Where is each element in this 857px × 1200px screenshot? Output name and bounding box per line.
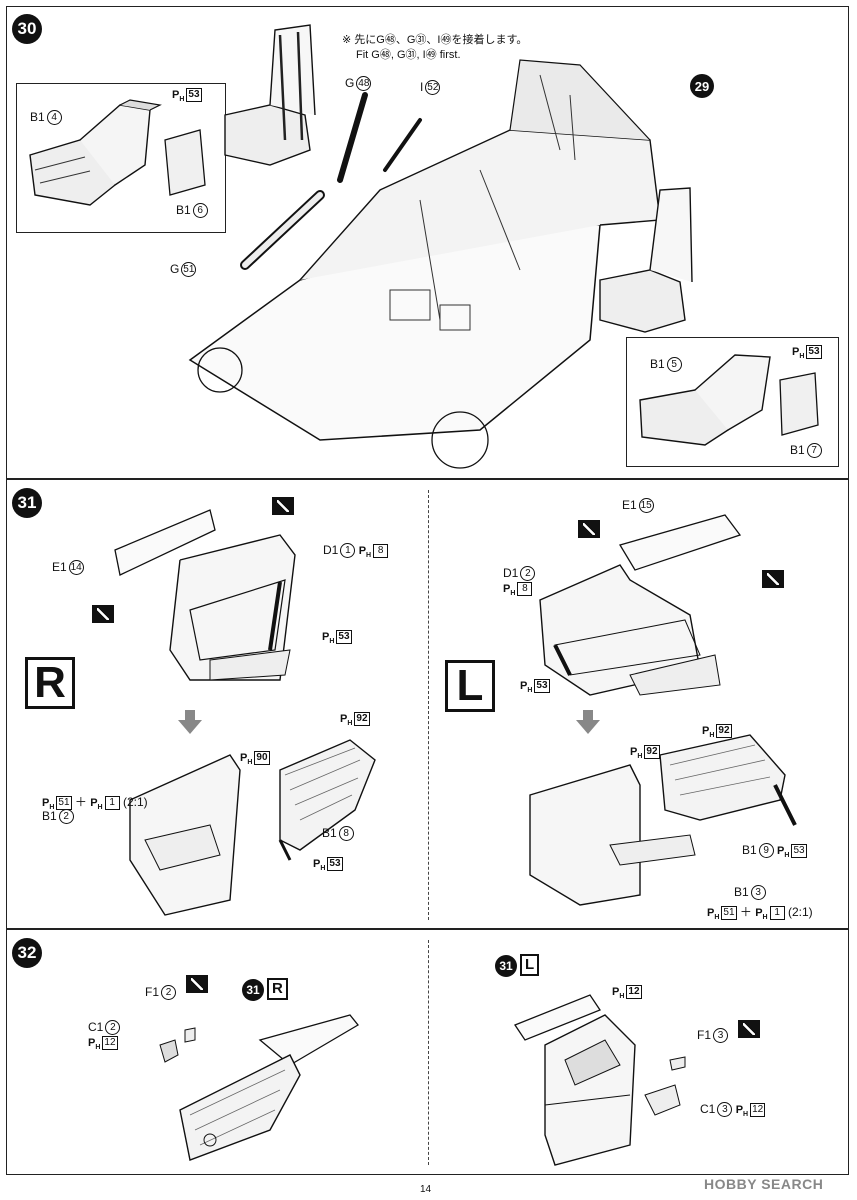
- watermark: HOBBY SEARCH: [704, 1176, 824, 1192]
- seat-right-drawing: [639, 354, 819, 446]
- door-r-upper-drawing: [114, 509, 296, 681]
- arrow-down-icon: [178, 710, 202, 734]
- decal-icon: [578, 520, 600, 538]
- door-r-assembly-drawing: [159, 1014, 359, 1161]
- step-30-note-jp: ※ 先にG㊽、G㉛、I㊾を接着します。: [342, 34, 528, 46]
- step-32-number: 32: [12, 938, 42, 968]
- car-interior-drawing: [188, 24, 693, 469]
- decal-icon: [272, 497, 294, 515]
- ref-step-29: 29: [690, 74, 714, 98]
- decal-icon: [738, 1020, 760, 1038]
- door-l-upper-drawing: [539, 514, 742, 696]
- decal-icon: [186, 975, 208, 993]
- seat-inset-right: [626, 337, 839, 467]
- page-number: 14: [420, 1184, 432, 1195]
- arrow-down-icon: [576, 710, 600, 734]
- step-30-frame: [6, 6, 849, 479]
- decal-icon: [92, 605, 114, 623]
- step-30-number: 30: [12, 14, 42, 44]
- side-letter-r: R: [25, 657, 75, 709]
- step-30-note: ※ 先にG㊽、G㉛、I㊾を接着します。 Fit G㊽, G㉛, I㊾ first…: [342, 33, 527, 63]
- decal-icon: [762, 570, 784, 588]
- step-31-frame: [6, 479, 849, 929]
- door-l-assembly-drawing: [514, 994, 686, 1166]
- door-r-lower-drawing: [129, 739, 376, 916]
- door-l-lower-drawing: [529, 734, 797, 906]
- step-30-note-en: Fit G㊽, G㉛, I㊾ first.: [356, 49, 461, 61]
- seat-left-drawing: [29, 99, 206, 206]
- step-31-number: 31: [12, 488, 42, 518]
- seat-inset-left: [16, 83, 226, 233]
- step-32-divider: [428, 940, 429, 1165]
- side-letter-l: L: [445, 660, 495, 712]
- step-31-divider: [428, 490, 429, 920]
- step-32-frame: [6, 929, 849, 1175]
